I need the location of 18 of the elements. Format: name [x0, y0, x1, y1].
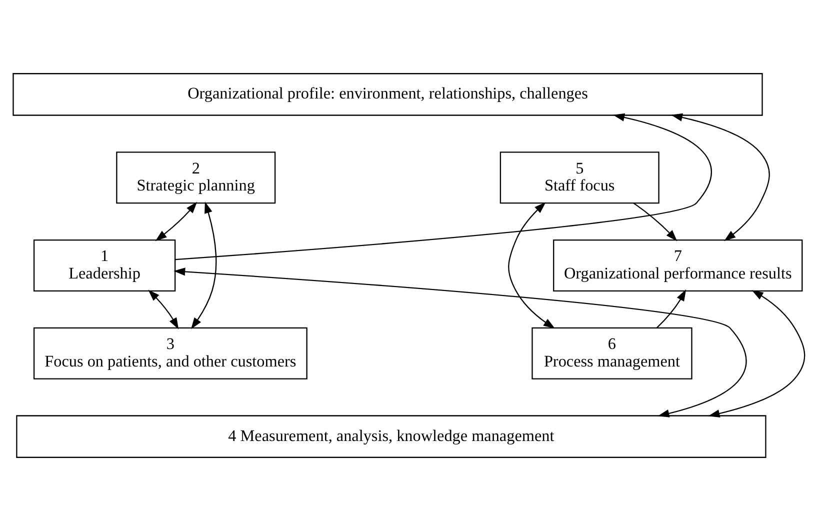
node-box: 7 Organizational performance results	[553, 239, 803, 291]
arrow	[175, 112, 712, 260]
node-box: 5 Staff focus	[500, 151, 660, 204]
arrow	[155, 201, 198, 241]
node-box: 6 Process management	[532, 326, 692, 379]
arrow	[633, 202, 678, 241]
node-box: 3 Focus on patients, and other customers	[33, 326, 308, 379]
arrow	[508, 202, 556, 328]
node-box: 1 Leadership	[33, 239, 176, 291]
arrow	[174, 267, 747, 417]
node-box: Organizational profile: environment, relationships, challenges	[12, 72, 763, 116]
arrow	[656, 288, 686, 328]
node-box: 2 Strategic planning	[116, 151, 276, 204]
arrow	[190, 201, 217, 329]
node-box: 4 Measurement, analysis, knowledge management	[16, 414, 766, 458]
arrow	[708, 290, 806, 417]
arrow	[148, 289, 179, 329]
arrow	[670, 112, 770, 241]
